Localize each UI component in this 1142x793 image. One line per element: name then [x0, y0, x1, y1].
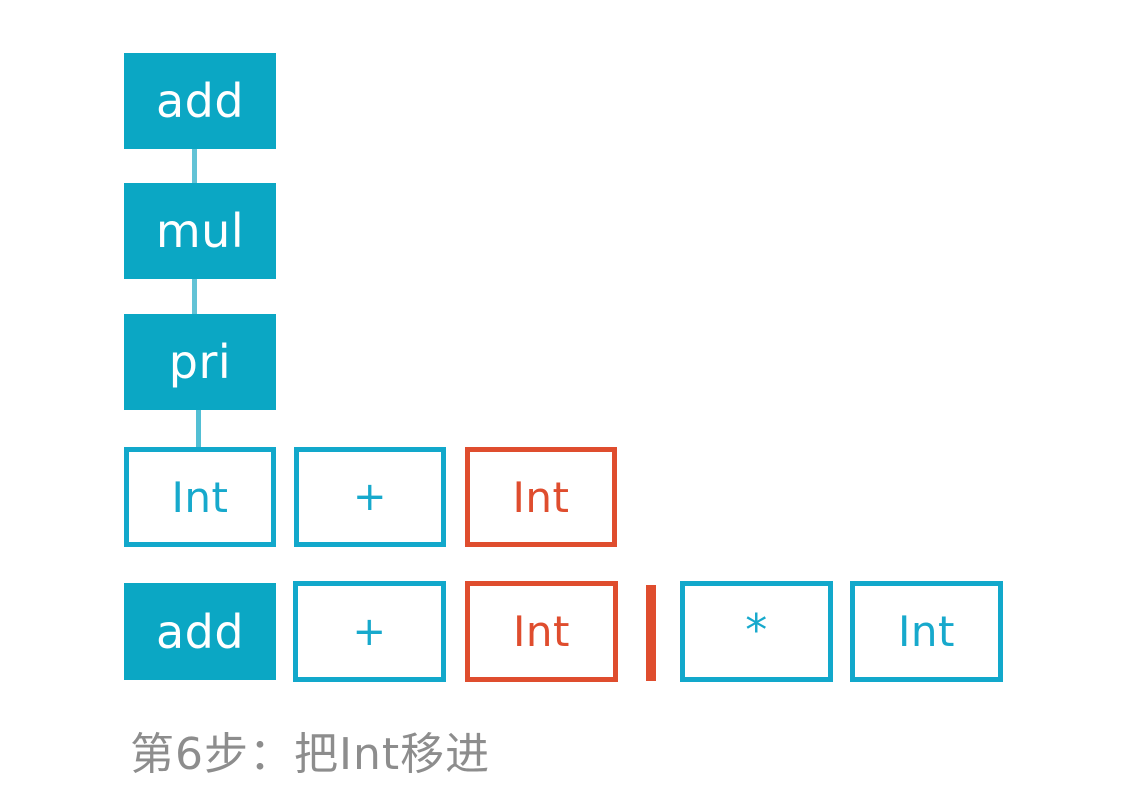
stack-node-mul[interactable]: mul [124, 183, 276, 279]
derivation-node-plus-label: + [352, 474, 387, 520]
stack-node-add[interactable]: add [124, 53, 276, 149]
stack-node-mul-label: mul [155, 204, 245, 258]
derivation-node-int-right[interactable]: Int [465, 447, 617, 547]
connector-mul-to-pri [192, 268, 197, 326]
stack-node-pri-label: pri [168, 335, 232, 389]
input-node-plus-label: + [352, 608, 387, 655]
derivation-node-plus[interactable]: + [294, 447, 446, 547]
input-node-int-shifted[interactable]: Int [465, 581, 618, 682]
derivation-node-int-right-label: Int [512, 472, 570, 522]
step-caption-text: 第6步：把Int移进 [130, 729, 491, 780]
stack-node-pri[interactable]: pri [124, 314, 276, 410]
input-node-int-last-label: Int [898, 607, 955, 656]
connector-add-to-mul [192, 140, 197, 190]
input-node-star[interactable]: * [680, 581, 833, 682]
input-node-plus[interactable]: + [293, 581, 446, 682]
step-caption: 第6步：把Int移进 [130, 718, 490, 782]
stack-node-add-label: add [155, 74, 245, 128]
parser-position-marker [646, 585, 656, 681]
input-node-add-label: add [155, 604, 245, 659]
derivation-node-int-left[interactable]: Int [124, 447, 276, 547]
input-node-add[interactable]: add [124, 583, 276, 680]
derivation-node-int-left-label: Int [171, 472, 229, 522]
input-node-int-shifted-label: Int [513, 607, 570, 656]
connector-pri-to-int [196, 402, 201, 450]
input-node-star-label: * [745, 605, 768, 657]
input-node-int-last[interactable]: Int [850, 581, 1003, 682]
